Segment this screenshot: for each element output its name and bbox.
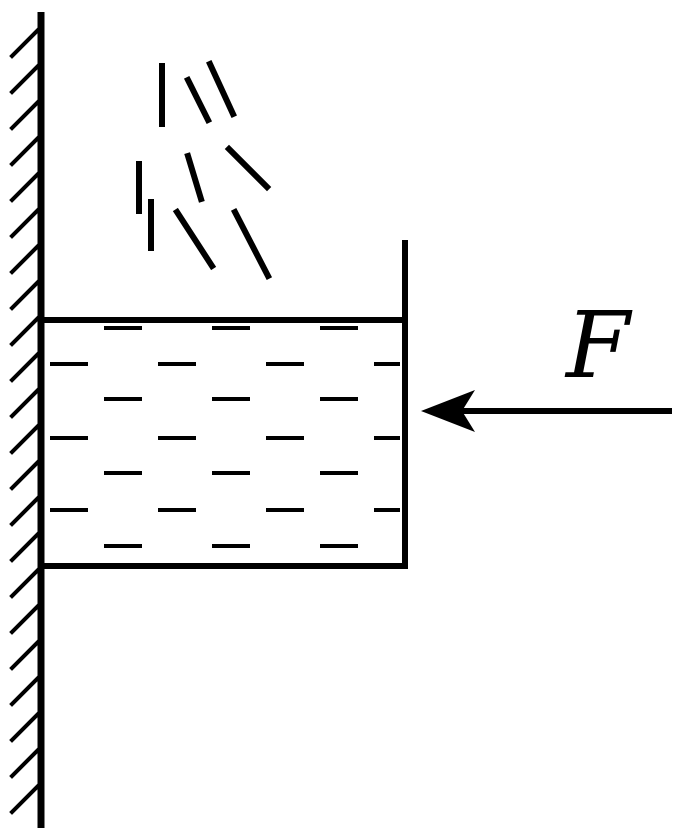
hatch-mark bbox=[9, 171, 41, 203]
hatch-mark bbox=[9, 675, 41, 707]
particle bbox=[224, 144, 272, 192]
force-arrow-head bbox=[421, 390, 475, 432]
particle bbox=[184, 152, 205, 203]
hatch-mark bbox=[9, 711, 41, 743]
hatch-mark bbox=[9, 495, 41, 527]
hatch-mark bbox=[9, 279, 41, 311]
hatch-mark bbox=[9, 315, 41, 347]
falling-particles bbox=[136, 60, 273, 281]
hatch-mark bbox=[9, 603, 41, 635]
hatch-mark bbox=[9, 747, 41, 779]
hatch-mark bbox=[9, 207, 41, 239]
wall-hatching bbox=[9, 27, 41, 815]
hatch-mark bbox=[9, 27, 41, 59]
hatch-mark bbox=[9, 63, 41, 95]
hatch-mark bbox=[9, 531, 41, 563]
particle bbox=[230, 207, 273, 281]
hatch-mark bbox=[9, 567, 41, 599]
particle bbox=[183, 75, 213, 125]
force-arrow bbox=[421, 390, 672, 432]
hatch-mark bbox=[9, 423, 41, 455]
force-label: F bbox=[566, 292, 630, 399]
container bbox=[41, 240, 408, 569]
particle bbox=[206, 60, 237, 118]
hatch-mark bbox=[9, 783, 41, 815]
hatch-mark bbox=[9, 459, 41, 491]
wall bbox=[9, 12, 45, 828]
particle bbox=[172, 207, 217, 271]
hatch-mark bbox=[9, 99, 41, 131]
liquid-dashes bbox=[50, 326, 400, 548]
hatch-mark bbox=[9, 243, 41, 275]
hatch-mark bbox=[9, 351, 41, 383]
hatch-mark bbox=[9, 639, 41, 671]
hatch-mark bbox=[9, 135, 41, 167]
hatch-mark bbox=[9, 387, 41, 419]
